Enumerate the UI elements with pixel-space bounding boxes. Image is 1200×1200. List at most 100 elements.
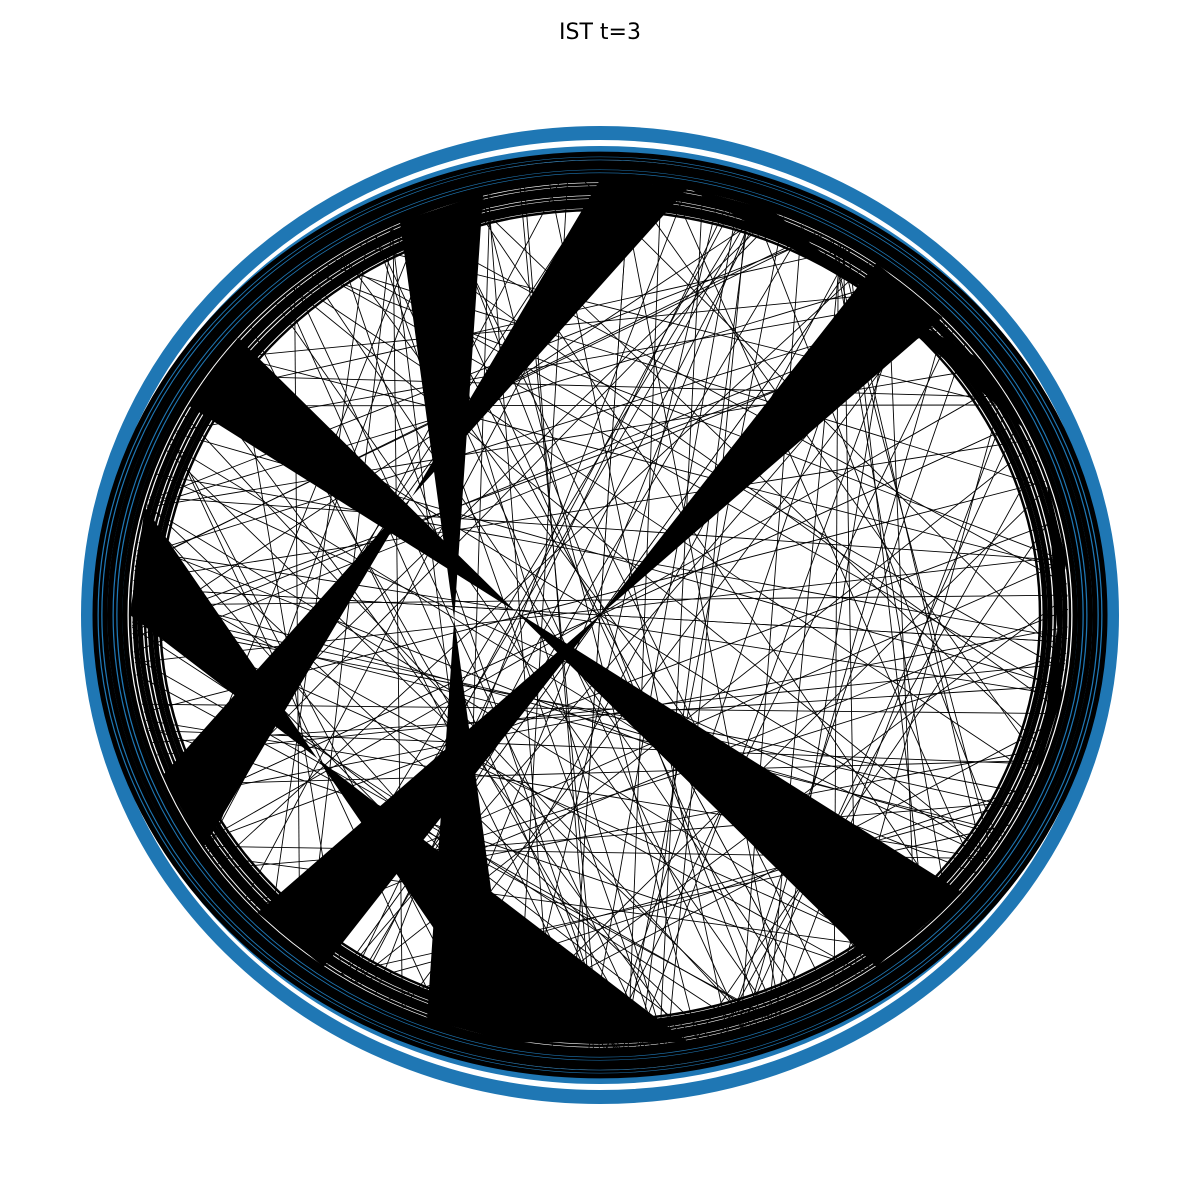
edge <box>326 200 737 967</box>
edge <box>209 375 1005 398</box>
edge <box>172 438 483 1035</box>
edge <box>325 263 1048 489</box>
edge-ring <box>98 157 1102 1073</box>
edge <box>131 326 950 627</box>
edge <box>133 439 1029 581</box>
edge <box>524 187 594 1049</box>
edge <box>180 182 634 808</box>
edge <box>133 321 946 653</box>
edge <box>829 237 992 853</box>
edge <box>671 186 977 874</box>
edge <box>402 222 1068 585</box>
edge <box>468 722 1054 1032</box>
edge <box>313 272 1065 561</box>
edge <box>295 285 651 1046</box>
edge <box>204 845 987 860</box>
edge <box>297 283 1035 777</box>
edge <box>403 306 929 1009</box>
edge <box>487 194 553 1046</box>
edge <box>549 184 728 1032</box>
edge <box>186 214 779 820</box>
edge <box>355 225 806 985</box>
edge <box>740 421 1020 1028</box>
edge <box>183 213 426 814</box>
edge <box>338 824 1010 975</box>
edge <box>481 195 698 1039</box>
edge-ring <box>102 160 1098 1070</box>
edge <box>148 727 868 972</box>
edge <box>171 438 444 1023</box>
edge <box>392 226 403 1008</box>
edge <box>837 393 1003 988</box>
edge <box>294 286 301 948</box>
edge <box>138 542 976 874</box>
edge-bundle <box>163 180 689 849</box>
edge <box>201 520 1057 843</box>
edge <box>131 626 744 1028</box>
edge <box>374 235 660 1045</box>
edge <box>141 703 1056 715</box>
edge <box>146 368 985 508</box>
edge <box>184 415 752 1026</box>
edge <box>152 685 1062 743</box>
edge-ring <box>92 151 1108 1079</box>
edge <box>132 211 770 635</box>
edge <box>639 204 750 1047</box>
edge <box>144 514 616 1049</box>
edge <box>839 242 985 863</box>
edge <box>659 192 704 1045</box>
edge <box>439 208 828 994</box>
edge-ring <box>122 177 1078 1053</box>
edge <box>131 604 700 1039</box>
edge <box>226 353 1066 569</box>
edge <box>220 801 1023 869</box>
edge <box>300 204 752 949</box>
edge <box>174 212 775 797</box>
edge <box>132 312 936 639</box>
edge <box>211 855 899 950</box>
edge <box>206 183 559 850</box>
edge <box>843 245 857 978</box>
edge <box>491 487 1048 1037</box>
edge <box>131 612 895 953</box>
edge <box>270 239 368 924</box>
edge <box>175 432 1062 687</box>
edge <box>385 786 1030 1001</box>
edge <box>339 254 615 1048</box>
edge <box>667 203 748 1044</box>
edge <box>134 657 770 1020</box>
edge <box>146 278 896 507</box>
edge <box>217 261 871 865</box>
edge <box>887 273 916 935</box>
edge <box>147 504 709 1037</box>
edge <box>726 343 966 1032</box>
edge <box>833 242 839 990</box>
edge <box>588 201 739 1048</box>
edge <box>778 403 1009 1016</box>
edge-ring <box>113 170 1087 1060</box>
edge <box>426 206 757 1018</box>
edge <box>519 196 720 1042</box>
figure-title: IST t=3 <box>559 20 641 45</box>
edge <box>519 188 600 1049</box>
edge <box>636 290 911 1047</box>
edge <box>245 182 626 899</box>
edge <box>832 239 948 906</box>
edge <box>353 800 1023 984</box>
edge <box>696 512 1056 1039</box>
edge <box>134 556 1064 664</box>
edge <box>357 244 1011 408</box>
edge <box>132 594 1068 606</box>
edge <box>190 404 1010 407</box>
edge <box>353 446 1032 984</box>
edge <box>307 226 393 954</box>
edge <box>626 182 1041 763</box>
edge <box>134 569 864 974</box>
edge <box>169 759 1041 786</box>
edge <box>414 217 665 1045</box>
edge <box>437 249 852 1022</box>
edge <box>202 385 687 1041</box>
edge <box>248 748 1046 902</box>
edge <box>584 181 1066 661</box>
